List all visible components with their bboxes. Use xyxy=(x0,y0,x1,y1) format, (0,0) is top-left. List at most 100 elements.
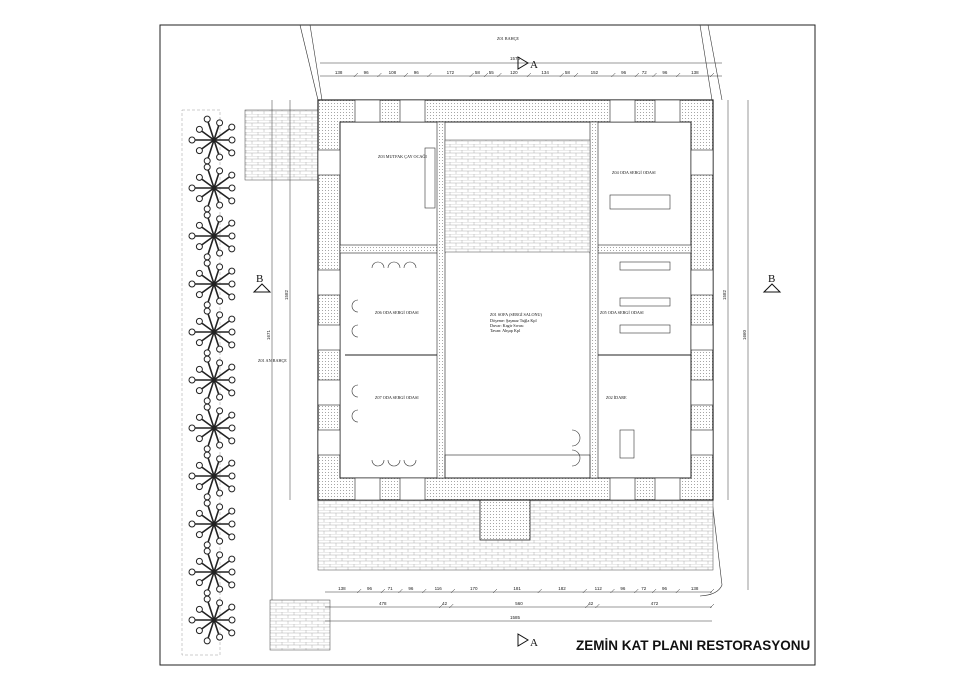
site-boundary-curve xyxy=(699,499,723,597)
site-boundary xyxy=(299,24,723,101)
svg-text:Duvar: Kagir Sıvası: Duvar: Kagir Sıvası xyxy=(490,323,524,328)
tree-icon xyxy=(188,259,236,309)
label-room-z04: Z04 ODA SERGİ ODASI xyxy=(612,170,656,175)
section-marker-a-bottom: A xyxy=(517,633,538,649)
dimension-label: 138 xyxy=(691,70,699,75)
dimension-tick xyxy=(675,72,681,78)
furniture xyxy=(351,147,671,467)
dimension-tick xyxy=(377,72,382,78)
dimension-label: 478 xyxy=(379,601,387,606)
svg-text:Döşeme: Şaşmaz Tuğla Kpl: Döşeme: Şaşmaz Tuğla Kpl xyxy=(490,318,537,323)
dimension-label: 138 xyxy=(335,70,343,75)
dimension-tick xyxy=(582,588,587,594)
label-kitchen: Z03 MUTFAK ÇAY OCAĞI xyxy=(378,154,427,159)
label-room-z06: Z06 ODA SERGİ ODASI xyxy=(375,310,419,315)
dimension-tick xyxy=(709,588,715,594)
dimension-tick xyxy=(353,72,359,78)
tree-icon xyxy=(188,115,236,165)
dimension-label: 72 xyxy=(641,586,647,591)
finish-notes: Döşeme: Şaşmaz Tuğla Kpl Duvar: Kagir Sı… xyxy=(490,318,537,333)
dimension-label: 472 xyxy=(651,601,659,606)
dimension-tick xyxy=(438,603,444,609)
dim-right-total: 1660 xyxy=(742,329,747,340)
dimension-label: 181 xyxy=(513,586,521,591)
dimension-tick xyxy=(585,603,590,609)
dimension-tick xyxy=(634,72,640,78)
dimension-label: 42 xyxy=(588,601,594,606)
dimension-label: 72 xyxy=(642,70,648,75)
label-sofa: Z01 SOFA (SERGİ SALONU) xyxy=(490,312,543,317)
section-marker-b-right: B xyxy=(762,273,782,293)
dimension-label: 120 xyxy=(510,70,518,75)
label-room-z07: Z07 ODA SERGİ ODASI xyxy=(375,395,419,400)
dimension-label: 182 xyxy=(558,586,566,591)
dim-left-total: 1671 xyxy=(266,329,271,340)
dimension-label: 96 xyxy=(364,70,370,75)
dimension-label: 116 xyxy=(435,586,443,591)
dimension-lines xyxy=(271,62,749,622)
dimension-tick xyxy=(422,588,427,594)
dimension-tick xyxy=(611,72,616,78)
dimension-tick xyxy=(497,72,502,78)
tree-icon xyxy=(188,355,236,405)
label-office: Z02 İDARE xyxy=(606,395,627,400)
dimension-tick xyxy=(595,603,600,609)
svg-text:B: B xyxy=(768,273,775,285)
dimension-tick xyxy=(450,588,456,594)
dimension-label: 55 xyxy=(489,70,495,75)
dimension-label: 560 xyxy=(515,601,523,606)
dimension-label: 108 xyxy=(389,70,397,75)
dimension-tick xyxy=(492,588,498,594)
dimension-label: 71 xyxy=(388,586,394,591)
paving-topleft xyxy=(244,109,319,181)
tree-icon xyxy=(188,595,236,645)
dimension-tick xyxy=(526,72,532,78)
dimension-tick xyxy=(573,72,579,78)
svg-text:A: A xyxy=(530,637,538,649)
dimension-label: 96 xyxy=(408,586,414,591)
dimension-label: 58 xyxy=(475,70,481,75)
dimension-tick xyxy=(469,72,474,78)
tree-icon xyxy=(188,307,236,357)
trees xyxy=(188,115,236,645)
tree-icon xyxy=(188,451,236,501)
dimension-label: 170 xyxy=(470,586,478,591)
dimension-tick xyxy=(398,588,403,594)
dim-left-inner: 1582 xyxy=(284,289,289,300)
tree-icon xyxy=(188,499,236,549)
section-marker-a-top: A xyxy=(517,56,538,71)
dimension-tick xyxy=(356,588,362,594)
dim-bottom-total: 1585 xyxy=(510,615,521,620)
section-marker-b-left: B xyxy=(252,273,272,293)
dimension-tick xyxy=(610,588,615,594)
dimension-tick xyxy=(559,72,564,78)
dimension-label: 138 xyxy=(691,586,699,591)
dimension-label: 96 xyxy=(621,70,627,75)
drawing-title: ZEMİN KAT PLANI RESTORASYONU xyxy=(576,638,810,653)
dimension-tick xyxy=(634,588,639,594)
dim-top-total: 1570 xyxy=(510,56,521,61)
tree-icon xyxy=(188,403,236,453)
sheet-frame xyxy=(159,24,816,666)
dimension-tick xyxy=(403,72,409,78)
svg-text:Tavan: Ahşap Kpl: Tavan: Ahşap Kpl xyxy=(490,328,521,333)
dimension-tick xyxy=(652,72,657,78)
dimension-tick xyxy=(675,588,681,594)
dimension-label: 172 xyxy=(447,70,455,75)
dimension-tick xyxy=(651,588,657,594)
dimension-label: 96 xyxy=(367,586,373,591)
label-garden-left: Z01 AN BAHÇE xyxy=(258,358,287,363)
dimension-tick xyxy=(380,588,386,594)
svg-text:B: B xyxy=(256,273,263,285)
tree-icon xyxy=(188,547,236,597)
dimension-tick xyxy=(427,72,432,78)
garden-strip xyxy=(181,109,221,656)
dimension-tick xyxy=(709,603,715,609)
partitions xyxy=(339,121,692,479)
dimension-tick xyxy=(537,588,542,594)
dim-right-inner: 1582 xyxy=(722,289,727,300)
tree-icon xyxy=(188,163,236,213)
dimension-label: 152 xyxy=(591,70,599,75)
tree-icon xyxy=(188,211,236,261)
